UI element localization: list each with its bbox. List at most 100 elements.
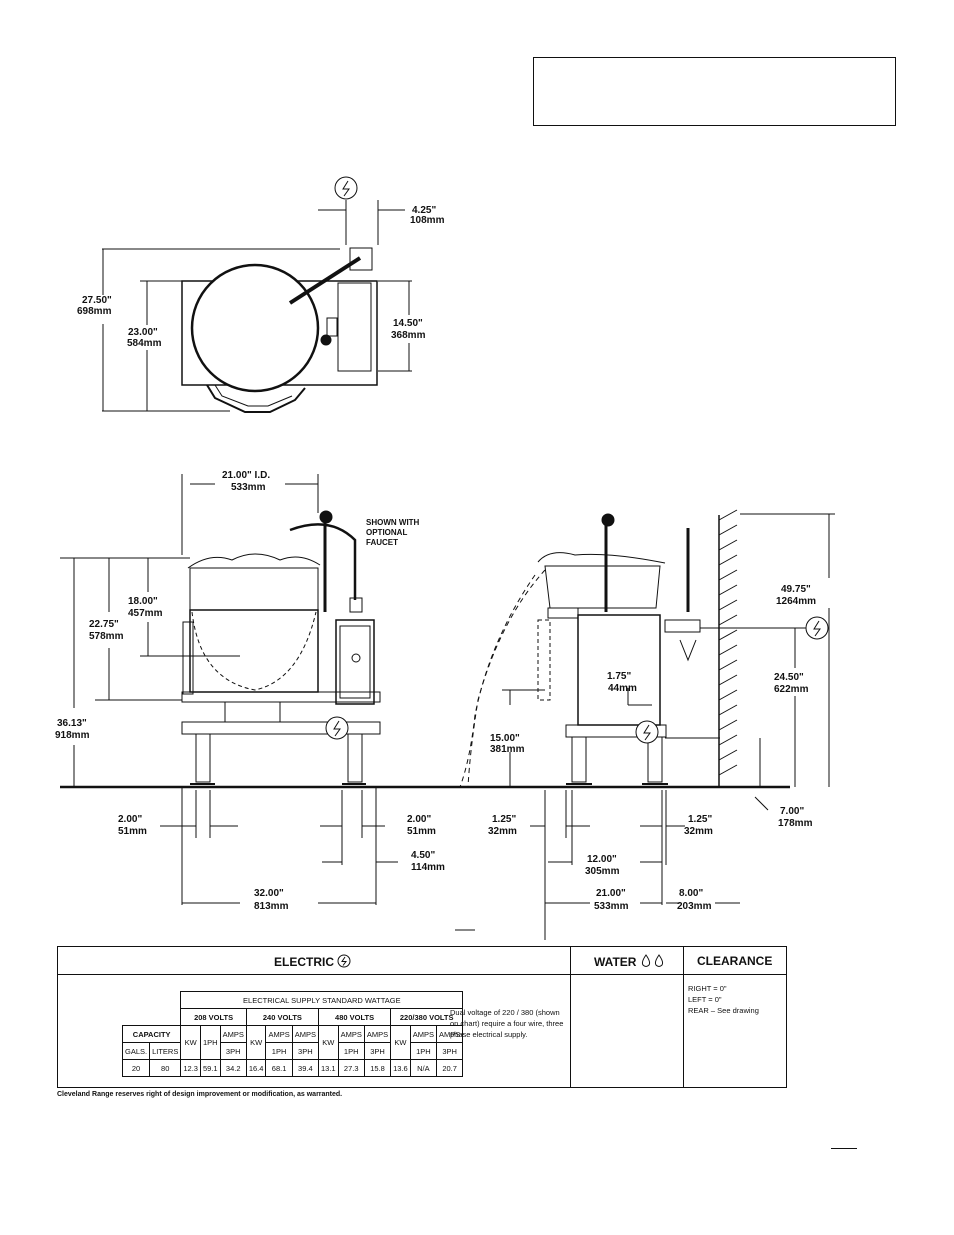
clearance-left: LEFT = 0" bbox=[688, 995, 722, 1004]
technical-drawing: 4.25" 108mm 27.50" 698mm 23.00" 584mm 14… bbox=[55, 176, 835, 940]
cell-240-1ph: 68.1 bbox=[265, 1059, 293, 1077]
dim-side-depth-mm: 533mm bbox=[594, 901, 629, 912]
dim-leg-right-mm: 51mm bbox=[407, 826, 436, 837]
dim-wall-gap-mm: 203mm bbox=[677, 901, 712, 912]
dim-side-leg-right: 1.25" bbox=[688, 814, 712, 825]
dim-box-width-mm: 114mm bbox=[411, 862, 445, 873]
water-label: WATER bbox=[594, 955, 637, 969]
dim-overall-width: 32.00" bbox=[254, 888, 284, 899]
col-3ph: 3PH bbox=[435, 1042, 464, 1060]
dim-depth-body-mm: 584mm bbox=[127, 338, 162, 349]
col-amps: AMPS bbox=[409, 1025, 438, 1043]
col-3ph: 3PH bbox=[363, 1042, 392, 1060]
dim-leg-span-mm: 305mm bbox=[585, 866, 620, 877]
spec-header-divider bbox=[58, 974, 786, 975]
cell-220-kw: 13.6 bbox=[390, 1059, 411, 1077]
liters-label: LITERS bbox=[149, 1042, 182, 1060]
clearance-header: CLEARANCE bbox=[697, 954, 773, 968]
faucet-note-3: FAUCET bbox=[366, 538, 398, 547]
clearance-rear: REAR – See drawing bbox=[688, 1006, 759, 1015]
dim-depth-overall-mm: 698mm bbox=[77, 306, 112, 317]
spec-divider-clearance bbox=[683, 947, 684, 1087]
volt-group-480: 480 VOLTS bbox=[317, 1008, 392, 1026]
dim-kettle-depth: 18.00" bbox=[128, 596, 158, 607]
cell-208-3ph: 34.2 bbox=[219, 1059, 247, 1077]
dim-wall-gap: 8.00" bbox=[679, 888, 703, 899]
dim-top-offset: 4.25" bbox=[412, 205, 436, 216]
dim-leg-span: 12.00" bbox=[587, 854, 617, 865]
col-kw: KW bbox=[390, 1025, 411, 1060]
col-amps: AMPS bbox=[363, 1025, 392, 1043]
col-amps: AMPS bbox=[219, 1025, 247, 1043]
dim-side-leg-left: 1.25" bbox=[492, 814, 516, 825]
dim-leg-left: 2.00" bbox=[118, 814, 142, 825]
dim-total-height-mm: 1264mm bbox=[776, 596, 816, 607]
dim-side-leg-left-mm: 32mm bbox=[488, 826, 517, 837]
water-drops-icon bbox=[641, 954, 663, 967]
electric-label: ELECTRIC bbox=[274, 955, 334, 969]
dim-overall-width-mm: 813mm bbox=[254, 901, 289, 912]
dim-depth-overall: 27.50" bbox=[82, 295, 112, 306]
volt-group-240: 240 VOLTS bbox=[245, 1008, 319, 1026]
col-3ph: 3PH bbox=[219, 1042, 247, 1060]
col-kw: KW bbox=[245, 1025, 267, 1060]
col-kw: KW bbox=[317, 1025, 339, 1060]
col-amps: AMPS bbox=[291, 1025, 319, 1043]
dim-handle-offset-mm: 44mm bbox=[608, 683, 637, 694]
dim-rim-height: 22.75" bbox=[89, 619, 119, 630]
dim-box-width: 4.50" bbox=[411, 850, 435, 861]
clearance-right: RIGHT = 0" bbox=[688, 984, 727, 993]
dual-voltage-note: Dual voltage of 220 / 380 (shown on char… bbox=[450, 1008, 564, 1039]
dim-floor-height: 7.00" bbox=[780, 806, 804, 817]
col-amps: AMPS bbox=[337, 1025, 365, 1043]
dim-elec-height-mm: 622mm bbox=[774, 684, 809, 695]
cell-liters: 80 bbox=[149, 1059, 182, 1077]
col-1ph: 1PH bbox=[199, 1025, 221, 1060]
cell-220-3ph: 20.7 bbox=[435, 1059, 464, 1077]
dim-side-leg-right-mm: 32mm bbox=[684, 826, 713, 837]
footer-note: Cleveland Range reserves right of design… bbox=[57, 1091, 343, 1098]
dim-side-depth: 21.00" bbox=[596, 888, 626, 899]
dim-id: 21.00" I.D. bbox=[222, 470, 270, 481]
col-1ph: 1PH bbox=[337, 1042, 365, 1060]
volt-group-208: 208 VOLTS bbox=[180, 1008, 247, 1026]
top-view bbox=[102, 176, 412, 413]
dim-kettle-depth-mm: 457mm bbox=[128, 608, 163, 619]
dim-leg-right: 2.00" bbox=[407, 814, 431, 825]
col-kw: KW bbox=[180, 1025, 201, 1060]
spec-divider-water bbox=[570, 947, 571, 1087]
side-view bbox=[455, 509, 835, 940]
col-3ph: 3PH bbox=[291, 1042, 319, 1060]
wattage-table-title: ELECTRICAL SUPPLY STANDARD WATTAGE bbox=[180, 991, 464, 1009]
cell-480-3ph: 15.8 bbox=[363, 1059, 392, 1077]
cell-220-1ph: N/A bbox=[409, 1059, 438, 1077]
col-1ph: 1PH bbox=[409, 1042, 438, 1060]
capacity-label: CAPACITY bbox=[121, 1025, 182, 1043]
cell-480-1ph: 27.3 bbox=[337, 1059, 365, 1077]
wattage-table: ELECTRICAL SUPPLY STANDARD WATTAGE 208 V… bbox=[121, 991, 464, 1077]
water-header: WATER bbox=[594, 954, 666, 969]
dim-overall-height: 36.13" bbox=[57, 718, 87, 729]
dim-lip-height: 15.00" bbox=[490, 733, 520, 744]
col-amps: AMPS bbox=[265, 1025, 293, 1043]
col-1ph: 1PH bbox=[265, 1042, 293, 1060]
dim-top-offset-mm: 108mm bbox=[410, 215, 445, 226]
faucet-note-1: SHOWN WITH bbox=[366, 518, 420, 527]
cell-480-kw: 13.1 bbox=[317, 1059, 339, 1077]
cell-240-3ph: 39.4 bbox=[291, 1059, 319, 1077]
gals-label: GALS. bbox=[121, 1042, 151, 1060]
dim-floor-height-mm: 178mm bbox=[778, 818, 813, 829]
dim-id-mm: 533mm bbox=[231, 482, 266, 493]
dim-box-depth: 14.50" bbox=[393, 318, 423, 329]
electric-header: ELECTRIC bbox=[274, 954, 351, 969]
dim-leg-left-mm: 51mm bbox=[118, 826, 147, 837]
cell-gals: 20 bbox=[121, 1059, 151, 1077]
cell-240-kw: 16.4 bbox=[245, 1059, 267, 1077]
faucet-note-2: OPTIONAL bbox=[366, 528, 407, 537]
dim-handle-offset: 1.75" bbox=[607, 671, 631, 682]
clearance-values: RIGHT = 0" LEFT = 0" REAR – See drawing bbox=[688, 983, 759, 1016]
electric-symbol-icon bbox=[337, 954, 351, 968]
dim-lip-height-mm: 381mm bbox=[490, 744, 525, 755]
spec-panel: ELECTRIC WATER CLEARANCE ELECTRICAL SUPP… bbox=[57, 946, 787, 1088]
electric-symbol-icon bbox=[334, 176, 358, 200]
